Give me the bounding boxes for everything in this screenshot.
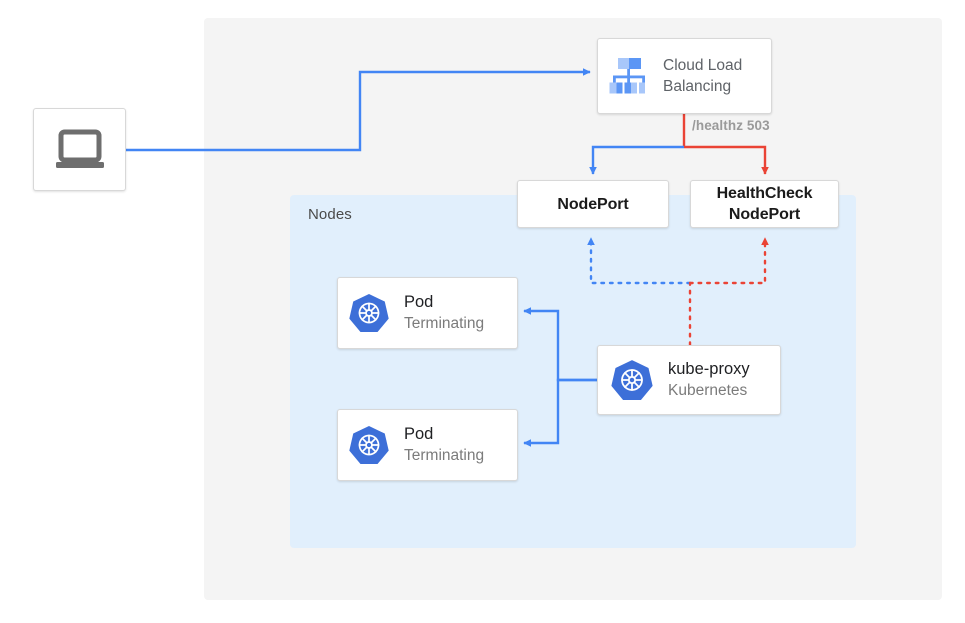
pod-title-2: Pod: [404, 425, 434, 443]
pod-status-2: Terminating: [404, 447, 485, 464]
kube-proxy-title: kube-proxy: [668, 360, 750, 378]
edge-kubeproxy-to-nodeport-dotted: [587, 236, 692, 285]
cloud-load-balancing-label-line1: Cloud Load: [663, 57, 743, 74]
pod-status-1: Terminating: [404, 315, 485, 332]
client-laptop-card[interactable]: [33, 108, 126, 191]
nodeport-card[interactable]: NodePort: [517, 180, 669, 228]
kubernetes-icon: [348, 424, 390, 466]
cloud-load-balancing-card[interactable]: Cloud Load Balancing: [597, 38, 772, 114]
pod-card-1[interactable]: Pod Terminating: [337, 277, 518, 349]
edge-client-to-loadbalancer: [126, 68, 591, 152]
healthcheck-nodeport-label-line1: HealthCheck: [716, 185, 813, 202]
nodeport-label: NodePort: [557, 195, 629, 213]
cloud-load-balancing-icon: [606, 54, 652, 98]
edge-kubeproxy-to-pod-2: [523, 378, 597, 447]
pod-card-2[interactable]: Pod Terminating: [337, 409, 518, 481]
kubernetes-icon: [348, 292, 390, 334]
kube-proxy-card[interactable]: kube-proxy Kubernetes: [597, 345, 781, 415]
healthz-status-label: /healthz 503: [692, 118, 770, 133]
pod-title-1: Pod: [404, 293, 434, 311]
edge-loadbalancer-to-nodeport: [589, 145, 684, 175]
edge-loadbalancer-to-healthcheck-nodeport: [684, 145, 769, 175]
laptop-icon: [53, 128, 107, 172]
healthcheck-nodeport-card[interactable]: HealthCheck NodePort: [690, 180, 839, 228]
kubernetes-icon: [610, 358, 654, 402]
nodes-panel-label: Nodes: [308, 206, 352, 223]
kube-proxy-subtitle: Kubernetes: [668, 382, 748, 399]
edge-kubeproxy-to-healthcheck-dotted: [688, 236, 769, 285]
cloud-load-balancing-label-line2: Balancing: [663, 78, 732, 95]
healthcheck-nodeport-label-line2: NodePort: [728, 206, 801, 223]
